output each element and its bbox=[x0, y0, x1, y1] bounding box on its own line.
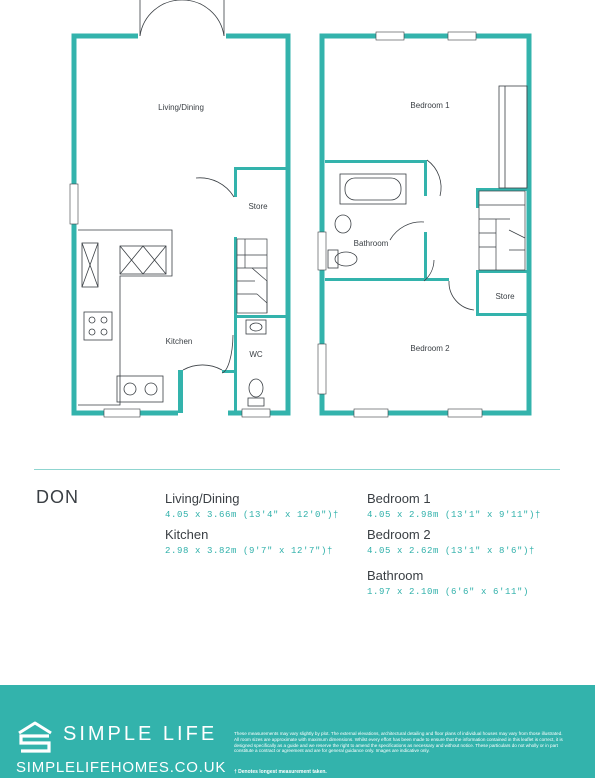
door bbox=[195, 177, 235, 198]
spec-dimensions: 4.05 x 3.66m (13'4" x 12'0")† bbox=[165, 510, 340, 520]
measurement-footnote: † Denotes longest measurement taken. bbox=[234, 769, 327, 775]
stairs bbox=[236, 238, 268, 314]
window bbox=[103, 408, 141, 418]
bathroom-fixtures bbox=[327, 173, 407, 269]
door bbox=[426, 159, 442, 197]
spec-dimensions: 4.05 x 2.62m (13'1" x 8'6")† bbox=[367, 546, 536, 556]
ground-floor-plan: Living/Dining Store Kitchen WC bbox=[69, 0, 291, 418]
spec-living-dining: Living/Dining 4.05 x 3.66m (13'4" x 12'0… bbox=[165, 491, 339, 521]
website-link[interactable]: SIMPLELIFEHOMES.CO.UK bbox=[16, 759, 227, 776]
room-label-bedroom-1: Bedroom 1 bbox=[410, 101, 450, 110]
spec-name: Kitchen bbox=[165, 527, 209, 542]
room-label-kitchen: Kitchen bbox=[166, 337, 193, 346]
house-name: DON bbox=[36, 487, 79, 507]
window bbox=[317, 343, 327, 395]
window bbox=[447, 408, 483, 418]
spec-name: Bathroom bbox=[367, 568, 424, 583]
window bbox=[447, 31, 477, 41]
spec-name: Living/Dining bbox=[165, 491, 240, 506]
footer: SIMPLE LIFE SIMPLELIFEHOMES.CO.UK These … bbox=[0, 685, 595, 778]
room-label-wc: WC bbox=[249, 350, 263, 359]
room-label-bathroom: Bathroom bbox=[354, 239, 389, 248]
wardrobe bbox=[498, 85, 528, 189]
disclaimer-text: These measurements may vary slightly by … bbox=[234, 731, 563, 754]
window bbox=[241, 408, 271, 418]
section-divider bbox=[34, 469, 560, 470]
spec-dimensions: 1.97 x 2.10m (6'6" x 6'11") bbox=[367, 587, 530, 597]
kitchen-units bbox=[78, 229, 173, 406]
room-label-store: Store bbox=[248, 202, 268, 211]
floor-plans: Living/Dining Store Kitchen WC bbox=[69, 0, 532, 418]
simple-life-logo-icon bbox=[18, 721, 52, 753]
window bbox=[353, 408, 389, 418]
spec-kitchen: Kitchen 2.98 x 3.82m (9'7" x 12'7")† bbox=[165, 527, 333, 557]
spec-bedroom-1: Bedroom 1 4.05 x 2.98m (13'1" x 9'11")† bbox=[367, 491, 541, 521]
door bbox=[448, 280, 475, 311]
room-label-bedroom-2: Bedroom 2 bbox=[410, 344, 450, 353]
spec-dimensions: 4.05 x 2.98m (13'1" x 9'11")† bbox=[367, 510, 542, 520]
door bbox=[423, 259, 435, 282]
door bbox=[389, 221, 425, 241]
wc-fixtures bbox=[221, 319, 267, 407]
room-label-living-dining: Living/Dining bbox=[158, 103, 204, 112]
spec-bathroom: Bathroom 1.97 x 2.10m (6'6" x 6'11") bbox=[367, 568, 529, 598]
spec-name: Bedroom 1 bbox=[367, 491, 431, 506]
spec-name: Bedroom 2 bbox=[367, 527, 431, 542]
room-label-store: Store bbox=[495, 292, 515, 301]
french-doors bbox=[139, 0, 225, 37]
window bbox=[317, 231, 327, 271]
window bbox=[375, 31, 405, 41]
window bbox=[69, 183, 79, 225]
spec-bedroom-2: Bedroom 2 4.05 x 2.62m (13'1" x 8'6")† bbox=[367, 527, 535, 557]
door bbox=[182, 364, 223, 371]
brand-name: SIMPLE LIFE bbox=[63, 723, 218, 745]
spec-dimensions: 2.98 x 3.82m (9'7" x 12'7")† bbox=[165, 546, 334, 556]
first-floor-plan: Bedroom 1 Bathroom Store Bedroom 2 bbox=[317, 31, 532, 418]
stairs bbox=[478, 190, 526, 271]
